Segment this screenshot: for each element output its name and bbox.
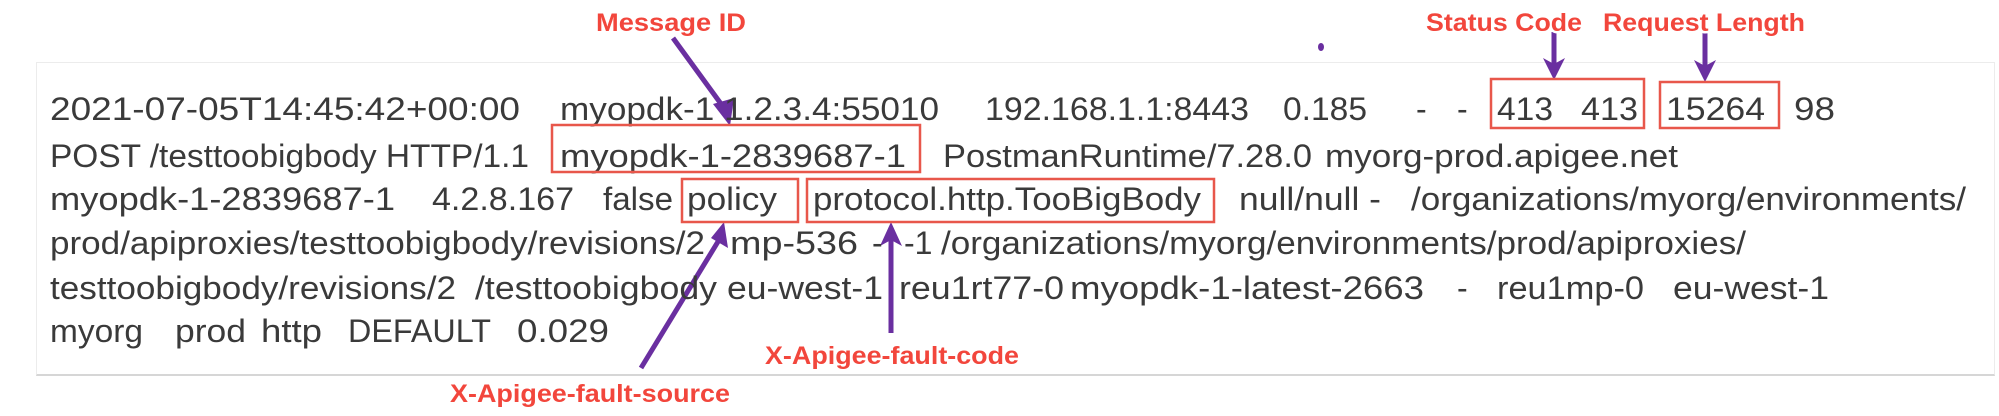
message-id-repeat: myopdk-1-2839687-1 [50,181,395,217]
log-line-4: prod/apiproxies/testtoobigbody/revisions… [50,225,1746,261]
fault-source-label: X-Apigee-fault-source [450,380,730,408]
dash-field: - [1457,270,1468,306]
client-address: myopdk-1 1.2.3.4:55010 [560,91,939,127]
status-code-target: 413 [1581,91,1638,127]
message-id-highlight-box [550,123,922,174]
log-line-2: POST /testtoobigbody HTTP/1.1 myopdk-1-2… [50,138,1678,174]
request-length-label: Request Length [1603,9,1805,37]
minus-one: -1 [904,225,932,261]
env: prod [175,313,246,349]
message-id: myopdk-1-2839687-1 [560,138,906,174]
fault-source-arrow [638,222,728,370]
fault-source: policy [687,181,777,217]
log-line-6: myorg prod http DEFAULT 0.029 [50,313,609,349]
proxy-path-end: prod/apiproxies/testtoobigbody/revisions… [50,225,705,261]
target-time: 0.029 [517,313,609,349]
dash-field: - [1416,91,1427,127]
log-line-1: 2021-07-05T14:45:42+00:00 myopdk-1 1.2.3… [50,91,1835,127]
revision-path-start: /organizations/myorg/environments/prod/a… [941,225,1746,261]
dash-field: - [872,225,883,261]
status-code-label: Status Code [1426,9,1582,37]
server-address: 192.168.1.1:8443 [985,91,1249,127]
response-time: 0.185 [1283,91,1367,127]
fault-code: protocol.http.TooBigBody [813,181,1201,217]
response-length: 98 [1794,91,1835,127]
protocol: http [261,313,322,349]
fault-source-highlight-box [680,177,800,224]
fault-code-highlight-box [805,177,1216,224]
request-line: POST /testtoobigbody HTTP/1.1 [50,138,529,174]
message-id-label: Message ID [596,9,746,37]
revision-path-end: testtoobigbody/revisions/2 [50,270,456,306]
request-length: 15264 [1666,91,1765,127]
user-agent: PostmanRuntime/7.28.0 [943,138,1312,174]
pod-name: myopdk-1-latest-2663 [1070,270,1424,306]
mp-id: mp-536 [730,225,858,261]
org: myorg [50,313,143,349]
status-code: 413 [1497,91,1553,127]
null-field: null/null - [1239,181,1381,217]
base-path: /testtoobigbody [475,270,717,306]
fault-code-arrow [880,222,902,333]
dash-field: - [1457,91,1468,127]
mp-region: eu-west-1 [1673,270,1829,306]
router-id: reu1rt77-0 [899,270,1064,306]
fault-code-label: X-Apigee-fault-code [765,342,1019,370]
timestamp: 2021-07-05T14:45:42+00:00 [50,91,520,127]
status-code-arrow [1543,32,1565,80]
request-length-highlight-box [1658,80,1781,130]
virtual-host: DEFAULT [348,313,491,349]
flag-false: false [603,181,673,217]
log-panel [36,62,1995,376]
proxy-path-start: /organizations/myorg/environments/ [1411,181,1966,217]
status-code-highlight-box [1489,77,1646,130]
router-ip: 4.2.8.167 [432,181,574,217]
message-id-arrow [670,36,734,126]
mp-pod: reu1mp-0 [1497,270,1644,306]
host: myorg-prod.apigee.net [1325,138,1678,174]
log-line-5: testtoobigbody/revisions/2 /testtoobigbo… [50,270,1829,306]
stray-dot [1318,43,1324,51]
log-line-3: myopdk-1-2839687-1 4.2.8.167 false polic… [50,181,1966,217]
region: eu-west-1 [727,270,883,306]
request-length-arrow [1694,32,1716,82]
